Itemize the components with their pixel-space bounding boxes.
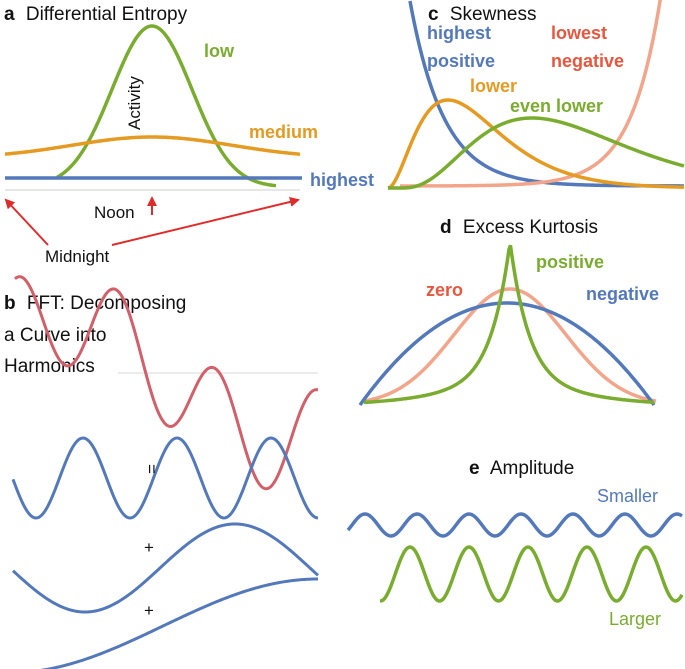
harmonic-1-curve [11, 436, 319, 520]
midnight-label: Midnight [45, 247, 110, 266]
composite-curve [14, 275, 319, 491]
positive-label: positive [427, 51, 495, 71]
lower-label: lower [470, 76, 517, 96]
lower-skew-curve [387, 98, 685, 190]
medium-label: medium [249, 122, 318, 142]
panel-c-title: c Skewness [428, 4, 536, 25]
low-entropy-curve [56, 24, 277, 188]
smaller-label: Smaller [597, 486, 658, 506]
larger-label: Larger [609, 609, 661, 629]
highest-label: highest [310, 170, 374, 190]
highest-label: highest [427, 23, 491, 43]
panel-b-title-line-1: b FFT: Decomposing [4, 293, 186, 314]
midnight-arrow-right [111, 197, 300, 246]
plus-sign-2: + [144, 601, 154, 620]
lowest-negative-skew-curve [400, 0, 662, 188]
panel-d-excess-kurtosis: d Excess Kurtosis zero positive negative [358, 217, 659, 407]
midnight-arrow-left [4, 198, 49, 246]
larger-amplitude-wave [379, 545, 684, 603]
panel-b-title-line-3: Harmonics [4, 356, 95, 377]
panel-b-fft: b FFT: Decomposing a Curve into Harmonic… [4, 275, 320, 669]
harmonic-2-curve [11, 522, 320, 614]
panel-a-title: a Differential Entropy [4, 4, 188, 25]
panel-e-title: e Amplitude [469, 458, 574, 479]
even-lower-skew-curve [388, 116, 685, 190]
panel-b-title-line-2: a Curve into [4, 325, 106, 346]
zero-kurtosis-curve [363, 287, 657, 403]
positive-label: positive [536, 252, 604, 272]
plus-sign-1: + [144, 538, 154, 557]
equals-sign: = [142, 464, 161, 474]
low-label: low [204, 41, 235, 61]
activity-axis-label: Activity [125, 76, 144, 130]
negative-label: negative [551, 51, 624, 71]
negative-label: negative [586, 284, 659, 304]
negative-kurtosis-curve [358, 301, 656, 407]
panel-e-amplitude: e Amplitude Smaller Larger [346, 458, 684, 629]
noon-label: Noon [94, 203, 135, 222]
panel-a-differential-entropy: a Differential Entropy Activity low medi… [4, 4, 374, 266]
medium-entropy-curve [4, 135, 301, 156]
even-lower-label: even lower [510, 96, 603, 116]
lowest-label: lowest [551, 23, 607, 43]
harmonic-3-curve [40, 577, 319, 669]
smaller-amplitude-wave [346, 512, 683, 538]
positive-kurtosis-curve [363, 244, 655, 405]
panel-d-title: d Excess Kurtosis [440, 217, 598, 238]
zero-label: zero [426, 280, 463, 300]
panel-c-skewness: c Skewness highest positive lowest negat… [387, 0, 685, 190]
